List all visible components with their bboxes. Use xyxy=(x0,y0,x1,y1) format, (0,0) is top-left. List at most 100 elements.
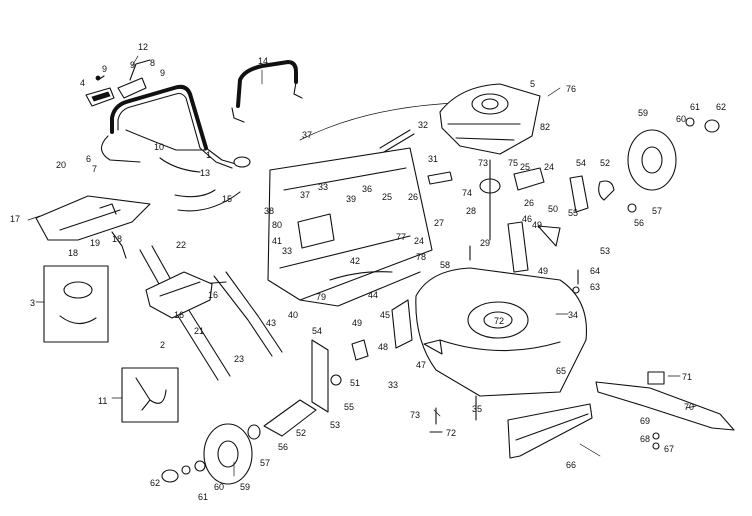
callout-58: 58 xyxy=(440,260,450,270)
callout-3: 3 xyxy=(30,298,35,308)
callout-32: 32 xyxy=(418,120,428,130)
callout-18a: 18 xyxy=(68,248,78,258)
callout-27: 27 xyxy=(434,218,444,228)
callout-59b: 59 xyxy=(240,482,250,492)
callout-33a: 33 xyxy=(318,182,328,192)
callout-2: 2 xyxy=(160,340,165,350)
callout-19: 19 xyxy=(90,238,100,248)
parts-artwork xyxy=(27,55,735,485)
blade-assembly xyxy=(595,371,735,450)
mower-deck xyxy=(415,245,588,421)
callout-42: 42 xyxy=(350,256,360,266)
front-height-adjuster xyxy=(507,175,637,273)
callout-73b: 73 xyxy=(478,158,488,168)
callout-52b: 52 xyxy=(296,428,306,438)
callout-29: 29 xyxy=(480,238,490,248)
callout-9b: 9 xyxy=(130,60,135,70)
callout-77: 77 xyxy=(396,232,406,242)
callout-7: 7 xyxy=(92,164,97,174)
callout-56a: 56 xyxy=(634,218,644,228)
callout-62a: 62 xyxy=(716,102,726,112)
callout-11: 11 xyxy=(98,396,107,406)
callout-76: 76 xyxy=(566,84,576,94)
callout-73a: 73 xyxy=(410,410,420,420)
callout-72a: 72 xyxy=(494,316,504,326)
callout-labels: 1 2 3 4 5 6 7 8 9 9 9 10 11 12 13 14 15 … xyxy=(10,42,726,502)
callout-53a: 53 xyxy=(600,246,610,256)
callout-25b: 25 xyxy=(382,192,392,202)
lower-handle xyxy=(139,245,283,381)
callout-21: 21 xyxy=(194,326,204,336)
callout-37b: 37 xyxy=(300,190,310,200)
leader-lines xyxy=(27,55,697,477)
callout-47: 47 xyxy=(416,360,426,370)
callout-35: 35 xyxy=(472,404,482,414)
callout-62b: 62 xyxy=(150,478,160,488)
callout-38: 38 xyxy=(264,206,274,216)
callout-33b: 33 xyxy=(282,246,292,256)
callout-53b: 53 xyxy=(330,420,340,430)
skid-plate xyxy=(507,403,593,459)
callout-61b: 61 xyxy=(198,492,208,502)
callout-50: 50 xyxy=(548,204,558,214)
inset-box-11 xyxy=(121,367,179,423)
callout-18b: 18 xyxy=(112,234,122,244)
callout-51: 51 xyxy=(350,378,360,388)
callout-33c: 33 xyxy=(388,380,398,390)
callout-61a: 61 xyxy=(690,102,700,112)
callout-56b: 56 xyxy=(278,442,288,452)
callout-49b: 49 xyxy=(538,266,548,276)
callout-16b: 16 xyxy=(174,310,184,320)
callout-49c: 49 xyxy=(352,318,362,328)
callout-25a: 25 xyxy=(520,162,530,172)
callout-79: 79 xyxy=(316,292,326,302)
callout-23: 23 xyxy=(234,354,244,364)
callout-48: 48 xyxy=(378,342,388,352)
callout-39: 39 xyxy=(346,194,356,204)
callout-36: 36 xyxy=(362,184,372,194)
callout-63: 63 xyxy=(590,282,600,292)
upper-handle xyxy=(110,84,251,169)
callout-24b: 24 xyxy=(414,236,424,246)
callout-54a: 54 xyxy=(576,158,586,168)
callout-80: 80 xyxy=(272,220,282,230)
rear-door-assembly xyxy=(35,195,213,319)
callout-60b: 60 xyxy=(214,482,224,492)
callout-8: 8 xyxy=(150,58,155,68)
callout-68: 68 xyxy=(640,434,650,444)
callout-74: 74 xyxy=(462,188,472,198)
callout-67: 67 xyxy=(664,444,674,454)
callout-13: 13 xyxy=(200,168,210,178)
callout-40: 40 xyxy=(288,310,298,320)
callout-12: 12 xyxy=(138,42,148,52)
callout-20: 20 xyxy=(56,160,66,170)
callout-34: 34 xyxy=(568,310,578,320)
callout-70: 70 xyxy=(684,402,694,412)
callout-14: 14 xyxy=(258,56,268,66)
callout-82: 82 xyxy=(540,122,550,132)
callout-24a: 24 xyxy=(544,162,554,172)
engine xyxy=(439,83,545,241)
callout-22: 22 xyxy=(176,240,186,250)
callout-44: 44 xyxy=(368,290,378,300)
callout-52a: 52 xyxy=(600,158,610,168)
callout-59a: 59 xyxy=(638,108,648,118)
callout-6: 6 xyxy=(86,154,91,164)
callout-15: 15 xyxy=(222,194,232,204)
callout-43: 43 xyxy=(266,318,276,328)
callout-45: 45 xyxy=(380,310,390,320)
callout-41: 41 xyxy=(272,236,282,246)
callout-4: 4 xyxy=(80,78,85,88)
callout-75: 75 xyxy=(508,158,518,168)
callout-1: 1 xyxy=(206,150,211,160)
callout-28: 28 xyxy=(466,206,476,216)
baffle-assembly xyxy=(267,147,433,307)
callout-57b: 57 xyxy=(260,458,270,468)
callout-69: 69 xyxy=(640,416,650,426)
inset-box-3 xyxy=(43,265,109,343)
callout-5: 5 xyxy=(530,79,535,89)
rear-left-wheel xyxy=(161,423,253,485)
callout-26a: 26 xyxy=(524,198,534,208)
callout-55b: 55 xyxy=(344,402,354,412)
